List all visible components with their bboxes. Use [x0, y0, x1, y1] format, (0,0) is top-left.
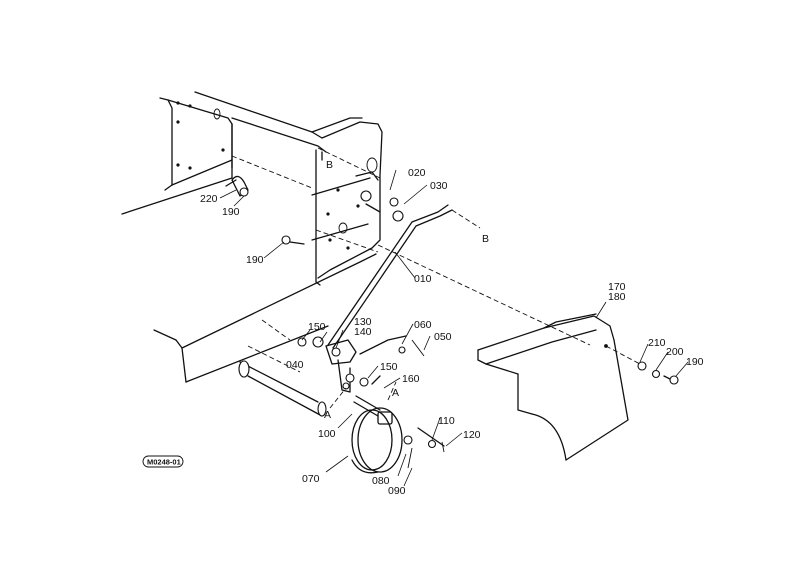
callout-150-lower: 150: [380, 361, 398, 373]
callout-010: 010: [414, 273, 432, 285]
callout-090: 090: [388, 485, 406, 497]
reference-mark-a-right: A: [392, 387, 399, 399]
leader-lines: [219, 169, 689, 487]
callout-060: 060: [414, 319, 432, 331]
clip-and-bolts: [225, 171, 404, 245]
callout-160: 160: [402, 373, 420, 385]
callout-170: 170: [608, 281, 626, 293]
callout-100: 100: [318, 428, 336, 440]
callout-190-upper: 190: [222, 206, 240, 218]
callout-190-left: 190: [246, 254, 264, 266]
diagram-code: M0248-01: [147, 458, 181, 467]
reference-mark-b-upper: B: [326, 159, 333, 171]
right-hardware: [637, 361, 679, 385]
callout-030: 030: [430, 180, 448, 192]
callout-220: 220: [200, 193, 218, 205]
diagram-code-badge: M0248-01: [142, 455, 184, 468]
callout-180: 180: [608, 291, 626, 303]
reference-mark-a-left: A: [324, 409, 331, 421]
callout-210: 210: [648, 337, 666, 349]
callout-190-right: 190: [686, 356, 704, 368]
callout-070: 070: [302, 473, 320, 485]
callout-050: 050: [434, 331, 452, 343]
callout-150-upper: 150: [308, 321, 326, 333]
reference-mark-b-right: B: [482, 233, 489, 245]
callout-040: 040: [286, 359, 304, 371]
callout-020: 020: [408, 167, 426, 179]
shaft: [238, 319, 327, 417]
cover-plate: [477, 313, 641, 461]
lower-hardware: [297, 337, 445, 453]
callout-120: 120: [463, 429, 481, 441]
callout-080: 080: [372, 475, 390, 487]
frame-assembly: [121, 91, 591, 383]
control-rod: [327, 204, 481, 349]
callout-labels: 010 020 030 040 050 060 070 080 090 100 …: [200, 159, 704, 497]
callout-140: 140: [354, 326, 372, 338]
band-clamp: [351, 395, 445, 474]
callout-130: 130: [354, 316, 372, 328]
callout-200: 200: [666, 346, 684, 358]
callout-110: 110: [438, 415, 455, 427]
